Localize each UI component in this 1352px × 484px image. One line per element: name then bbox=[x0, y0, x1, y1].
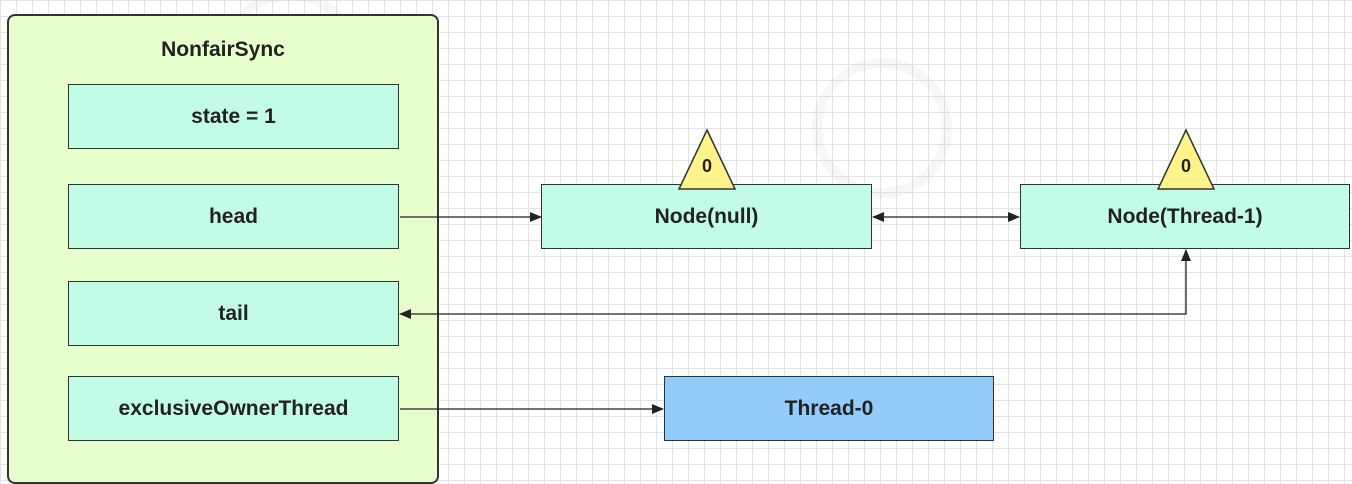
wait-status-label: 0 bbox=[701, 156, 712, 176]
tail-field[interactable]: tail bbox=[68, 281, 399, 346]
exclusive-owner-thread-field[interactable]: exclusiveOwnerThread bbox=[68, 376, 399, 441]
container-title: NonfairSync bbox=[161, 38, 285, 61]
node-thread-1[interactable]: Node(Thread-1) bbox=[1020, 184, 1350, 249]
node-null[interactable]: Node(null) bbox=[541, 184, 872, 249]
watermark bbox=[812, 58, 952, 198]
thread-0-box[interactable]: Thread-0 bbox=[664, 376, 994, 441]
tail-arrow bbox=[399, 249, 1191, 319]
head-field[interactable]: head bbox=[68, 184, 399, 249]
connector-layer bbox=[399, 212, 1191, 414]
state-field[interactable]: state = 1 bbox=[68, 84, 399, 149]
wait-status-triangle bbox=[677, 128, 737, 190]
wait-status-triangle bbox=[1156, 128, 1216, 190]
wait-status-label: 0 bbox=[1180, 156, 1191, 176]
